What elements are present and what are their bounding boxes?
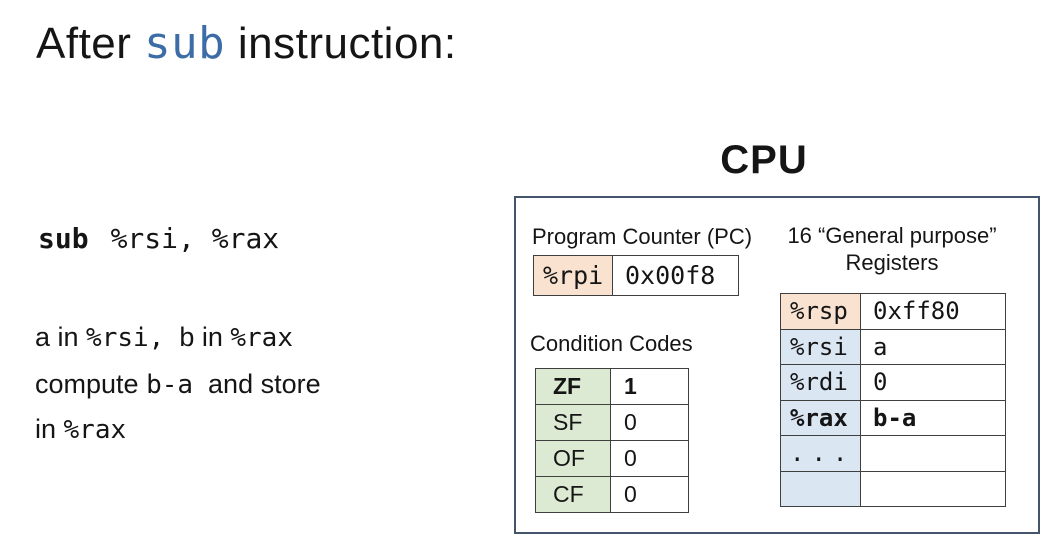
slide-title: After sub instruction:: [36, 18, 457, 69]
note-text: b in: [164, 322, 231, 352]
register-ref: %rax: [230, 323, 293, 353]
flag-name-cell: CF: [535, 476, 611, 513]
register-name-cell: [780, 470, 861, 507]
pc-value-cell: 0x00f8: [612, 255, 739, 296]
register-row: %rsp 0xff80: [780, 293, 1006, 330]
pc-register-cell: %rpi: [533, 255, 613, 296]
condition-code-row: CF 0: [535, 476, 689, 513]
registers-heading: 16 “General purpose” Registers: [772, 222, 1012, 276]
note-text: compute: [35, 369, 147, 399]
register-name-cell: %rsi: [780, 328, 861, 365]
register-value-cell: 0xff80: [860, 293, 1006, 330]
note-text: and store: [193, 369, 321, 399]
condition-code-row: SF 0: [535, 404, 689, 441]
expression-ref: b-a: [146, 370, 194, 400]
cpu-heading: CPU: [720, 138, 808, 182]
register-value-cell: a: [860, 328, 1006, 365]
flag-value-cell: 0: [610, 440, 689, 477]
registers-heading-line1: 16 “General purpose”: [787, 223, 997, 248]
register-row: %rdi 0: [780, 364, 1006, 401]
condition-codes-table: ZF 1 SF 0 OF 0 CF 0: [535, 368, 689, 513]
register-ref: %rsi,: [86, 323, 165, 353]
note-line-3: in %rax: [35, 414, 126, 445]
registers-table: %rsp 0xff80 %rsi a %rdi 0 %rax b-a ...: [780, 293, 1006, 507]
program-counter-table: %rpi 0x00f8: [533, 255, 739, 296]
flag-value-cell: 0: [610, 404, 689, 441]
pc-row: %rpi 0x00f8: [533, 255, 739, 296]
register-value-cell: 0: [860, 364, 1006, 401]
register-ref: %rax: [63, 415, 127, 445]
register-row: [780, 470, 1006, 507]
flag-name-cell: ZF: [535, 368, 611, 405]
register-value-cell: b-a: [860, 399, 1006, 436]
title-part1: After: [36, 19, 145, 68]
register-value-cell: [860, 470, 1006, 507]
note-text: in: [35, 414, 64, 444]
program-counter-label: Program Counter (PC): [532, 224, 753, 249]
register-name-cell: %rdi: [780, 364, 861, 401]
instruction-op: sub: [38, 222, 89, 255]
condition-codes-label: Condition Codes: [530, 331, 693, 356]
register-name-cell: %rax: [780, 399, 861, 436]
register-row: %rax b-a: [780, 399, 1006, 436]
note-line-2: compute b-a and store: [35, 369, 321, 400]
register-row: ...: [780, 435, 1006, 472]
register-name-cell: %rsp: [780, 293, 861, 330]
registers-heading-line2: Registers: [845, 250, 939, 275]
condition-code-row: ZF 1: [535, 368, 689, 405]
title-part2: instruction:: [225, 19, 457, 68]
flag-name-cell: SF: [535, 404, 611, 441]
note-text: a in: [35, 322, 87, 352]
instruction-args: %rsi, %rax: [110, 222, 280, 255]
instruction-line: sub %rsi, %rax: [38, 222, 279, 255]
register-name-cell: ...: [780, 435, 861, 472]
flag-value-cell: 0: [610, 476, 689, 513]
register-value-cell: [860, 435, 1006, 472]
register-row: %rsi a: [780, 328, 1006, 365]
flag-name-cell: OF: [535, 440, 611, 477]
note-line-1: a in %rsi, b in %rax: [35, 322, 293, 353]
condition-code-row: OF 0: [535, 440, 689, 477]
title-keyword: sub: [144, 18, 226, 69]
flag-value-cell: 1: [610, 368, 689, 405]
